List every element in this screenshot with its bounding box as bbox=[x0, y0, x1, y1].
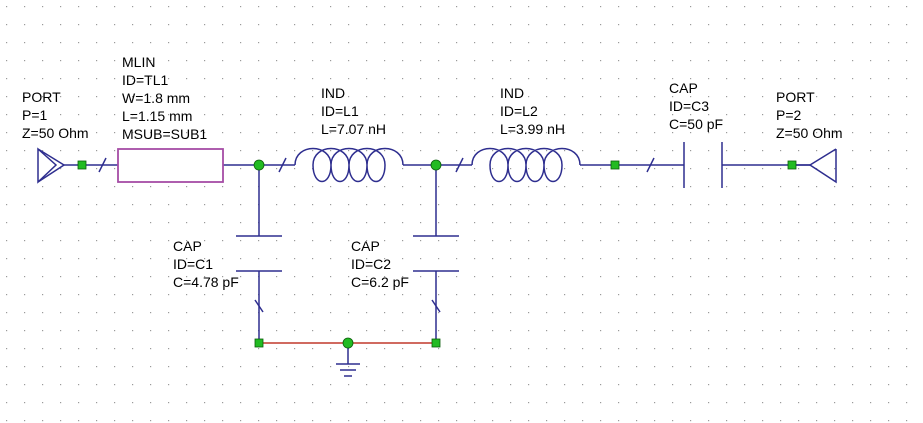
tl1-line: ID=TL1 bbox=[122, 72, 169, 88]
l1-line: L=7.07 nH bbox=[321, 121, 386, 137]
l2-label[interactable]: IND ID=L2 L=3.99 nH bbox=[500, 84, 565, 138]
port1-type: PORT bbox=[22, 89, 61, 105]
c2-line: ID=C2 bbox=[351, 256, 392, 272]
port1-line: Z=50 Ohm bbox=[22, 125, 89, 141]
port2-label[interactable]: PORT P=2 Z=50 Ohm bbox=[776, 88, 843, 142]
tl1-line: W=1.8 mm bbox=[122, 90, 191, 106]
l1-type: IND bbox=[321, 85, 346, 101]
tl1-label[interactable]: MLIN ID=TL1 W=1.8 mm L=1.15 mm MSUB=SUB1 bbox=[122, 53, 207, 143]
c1-type: CAP bbox=[173, 238, 202, 254]
c1-line: C=4.78 pF bbox=[173, 274, 239, 290]
c3-line: C=50 pF bbox=[669, 116, 724, 132]
c2-line: C=6.2 pF bbox=[351, 274, 409, 290]
wire-slash bbox=[455, 157, 464, 173]
l2-type: IND bbox=[500, 85, 525, 101]
port-2-arrow[interactable] bbox=[808, 148, 837, 184]
port1-line: P=1 bbox=[22, 107, 48, 123]
port1-label[interactable]: PORT P=1 Z=50 Ohm bbox=[22, 88, 89, 142]
c3-line: ID=C3 bbox=[669, 98, 710, 114]
port-1-symbol[interactable] bbox=[37, 147, 58, 184]
wire-slash bbox=[278, 157, 287, 173]
inductor-l2-symbol[interactable] bbox=[471, 147, 581, 183]
c3-type: CAP bbox=[669, 80, 698, 96]
port2-type: PORT bbox=[776, 89, 815, 105]
port2-line: P=2 bbox=[776, 107, 802, 123]
junction-ground[interactable] bbox=[342, 337, 354, 349]
pin-c1-ground[interactable] bbox=[254, 338, 264, 348]
pin-c2-ground[interactable] bbox=[431, 338, 441, 348]
mlin-tl1-symbol[interactable] bbox=[117, 148, 224, 183]
wire-slash bbox=[646, 157, 655, 173]
pin-port1[interactable] bbox=[77, 160, 87, 170]
wire-slash bbox=[431, 299, 441, 313]
c2-label[interactable]: CAP ID=C2 C=6.2 pF bbox=[351, 237, 409, 291]
wire-slash bbox=[98, 157, 107, 173]
pin-c3-left[interactable] bbox=[610, 160, 620, 170]
c1-line: ID=C1 bbox=[173, 256, 214, 272]
pin-port2[interactable] bbox=[787, 160, 797, 170]
l2-line: ID=L2 bbox=[500, 103, 538, 119]
junction-node-2[interactable] bbox=[430, 159, 442, 171]
inductor-l1-symbol[interactable] bbox=[294, 147, 404, 183]
tl1-line: L=1.15 mm bbox=[122, 108, 193, 124]
port2-line: Z=50 Ohm bbox=[776, 125, 843, 141]
junction-node-1[interactable] bbox=[253, 159, 265, 171]
c2-type: CAP bbox=[351, 238, 380, 254]
c1-label[interactable]: CAP ID=C1 C=4.78 pF bbox=[173, 237, 239, 291]
l2-line: L=3.99 nH bbox=[500, 121, 565, 137]
l1-label[interactable]: IND ID=L1 L=7.07 nH bbox=[321, 84, 386, 138]
tl1-line: MSUB=SUB1 bbox=[122, 126, 208, 142]
tl1-type: MLIN bbox=[122, 54, 156, 70]
c3-label[interactable]: CAP ID=C3 C=50 pF bbox=[669, 79, 723, 133]
l1-line: ID=L1 bbox=[321, 103, 359, 119]
wire-slash bbox=[254, 299, 264, 313]
